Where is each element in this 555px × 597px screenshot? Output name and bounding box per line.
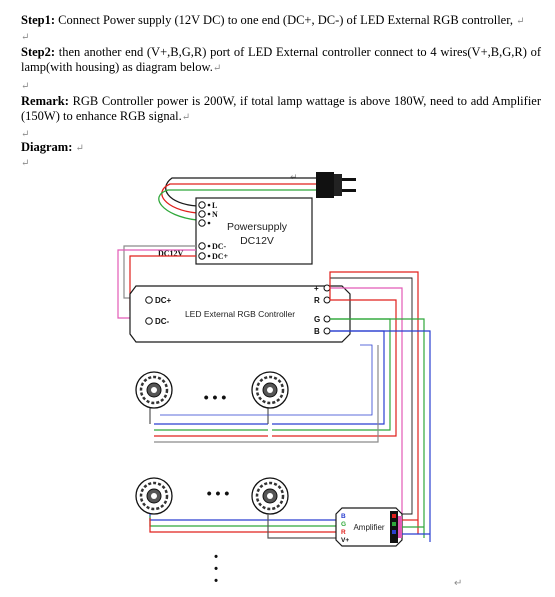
power-supply-name-line2: DC12V: [240, 235, 274, 247]
paragraph-mark: ↵: [75, 143, 84, 154]
empty-line: ↵: [21, 78, 541, 94]
continuation-dot: •: [214, 551, 218, 563]
terminal-n: N: [212, 210, 218, 219]
controller-dc-minus: DC-: [155, 317, 170, 326]
lamp-ellipsis-row1: • • •: [204, 389, 227, 405]
step1-paragraph: Step1: Connect Power supply (12V DC) to …: [21, 13, 541, 29]
continuation-dot: •: [214, 563, 218, 575]
paragraph-mark: ↵: [21, 81, 30, 92]
controller-g: G: [314, 315, 320, 324]
continuation-dot: •: [214, 575, 218, 587]
amplifier-name: Amplifier: [353, 523, 384, 532]
controller-dc-plus: DC+: [155, 296, 172, 305]
amplifier-b: B: [341, 513, 346, 520]
empty-line: ↵: [21, 126, 541, 142]
amplifier-input-wires: [149, 514, 338, 539]
controller-name: LED External RGB Controller: [185, 309, 295, 319]
paragraph-mark: ↵: [21, 32, 30, 43]
empty-line: ↵: [21, 29, 541, 45]
step1-label: Step1:: [21, 13, 56, 27]
diagram-heading: Diagram:: [21, 140, 73, 154]
power-supply-name-line1: Powersupply: [227, 221, 288, 233]
controller-plus: +: [314, 284, 319, 293]
paragraph-mark: ↵: [516, 16, 525, 27]
step2-text: then another end (V+,B,G,R) port of LED …: [21, 45, 541, 74]
amplifier: B G R V+ Amplifier: [335, 507, 403, 547]
paragraph-mark: ↵: [21, 158, 30, 169]
controller-b: B: [314, 327, 320, 336]
remark-text: RGB Controller power is 200W, if total l…: [21, 94, 541, 123]
power-supply-unit: Powersupply DC12V L N DC- DC+ DC12V: [158, 197, 313, 265]
controller-r: R: [314, 296, 320, 305]
amplifier-vplus: V+: [341, 537, 349, 544]
amplifier-g: G: [341, 521, 346, 528]
remark-label: Remark:: [21, 94, 69, 108]
lamp-ellipsis-row2: • • •: [207, 485, 230, 501]
remark-paragraph: Remark: RGB Controller power is 200W, if…: [21, 94, 541, 125]
terminal-dc-minus: DC-: [212, 242, 227, 251]
power-plug-icon: [316, 172, 356, 198]
paragraph-mark: ↵: [21, 129, 30, 140]
power-supply-terminals: L N DC- DC+: [198, 201, 229, 261]
lamp-3: [135, 477, 173, 515]
step1-text: Connect Power supply (12V DC) to one end…: [55, 13, 514, 27]
ac-power-cord: [158, 177, 318, 221]
lamp-1: [135, 371, 173, 409]
paragraph-mark: ↵: [181, 112, 191, 123]
terminal-l: L: [212, 201, 217, 210]
dc12v-label: DC12V: [158, 249, 184, 258]
rgb-output-wires: [149, 271, 431, 542]
empty-line: ↵: [21, 155, 541, 171]
amplifier-r: R: [341, 529, 346, 536]
step2-paragraph: Step2: then another end (V+,B,G,R) port …: [21, 45, 541, 76]
paragraph-mark: ↵: [290, 172, 298, 182]
amplifier-output-wires: [402, 519, 430, 535]
step2-label: Step2:: [21, 45, 56, 59]
lamp-2: [251, 371, 289, 409]
rgb-controller: LED External RGB Controller DC+ DC- + R …: [129, 284, 351, 343]
paragraph-mark: ↵: [212, 63, 222, 74]
lamp-4: [251, 477, 289, 515]
paragraph-mark: ↵: [454, 578, 462, 589]
diagram-heading-line: Diagram: ↵: [21, 140, 541, 156]
terminal-dc-plus: DC+: [212, 252, 229, 261]
